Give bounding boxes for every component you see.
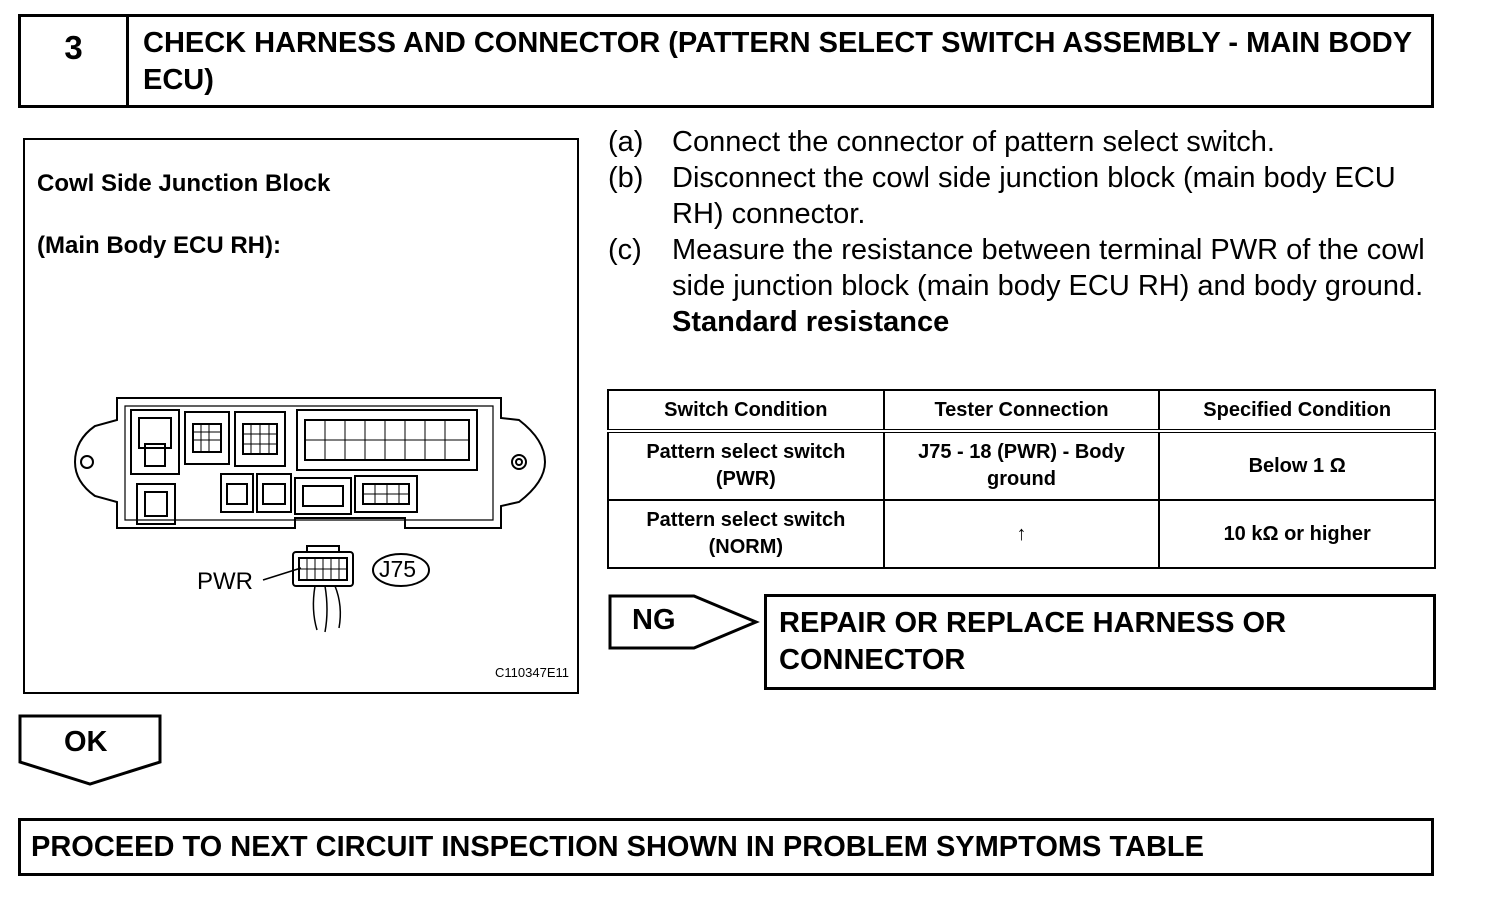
ng-action-text: REPAIR OR REPLACE HARNESS OR CONNECTOR <box>779 607 1287 676</box>
ng-action-box: REPAIR OR REPLACE HARNESS OR CONNECTOR <box>764 594 1436 690</box>
step-header: 3 CHECK HARNESS AND CONNECTOR (PATTERN S… <box>18 14 1434 108</box>
instruction-letter: (c) <box>608 234 642 266</box>
table-cell: Pattern select switch (NORM) <box>607 499 885 569</box>
figure-label-ecu: (Main Body ECU RH): <box>37 232 281 259</box>
figure-label-block: Cowl Side Junction Block <box>37 170 331 197</box>
junction-block-drawing <box>73 397 547 633</box>
ok-label: OK <box>64 726 108 758</box>
standard-resistance-label: Standard resistance <box>672 306 950 338</box>
instruction-text: Disconnect the cowl side junction block … <box>672 162 1396 230</box>
connector-figure: Cowl Side Junction Block (Main Body ECU … <box>23 138 579 694</box>
instruction-a: (a) Connect the connector of pattern sel… <box>608 124 1438 160</box>
table-cell: ↑ <box>882 499 1161 569</box>
instruction-b: (b) Disconnect the cowl side junction bl… <box>608 160 1438 232</box>
table-header-row: Switch Condition Tester Connection Speci… <box>607 389 1436 433</box>
pwr-terminal-label: PWR <box>197 568 253 595</box>
connector-code-label: J75 <box>379 556 417 582</box>
ok-action-box: PROCEED TO NEXT CIRCUIT INSPECTION SHOWN… <box>18 818 1434 876</box>
instruction-text: Connect the connector of pattern select … <box>672 126 1275 158</box>
table-cell: Pattern select switch (PWR) <box>607 430 885 501</box>
figure-code: C110347E11 <box>495 665 569 680</box>
step-title: CHECK HARNESS AND CONNECTOR (PATTERN SEL… <box>143 27 1412 96</box>
ng-label: NG <box>632 604 676 636</box>
ng-arrow: NG <box>608 592 760 652</box>
ok-arrow: OK <box>18 714 162 786</box>
resistance-spec-table: Switch Condition Tester Connection Speci… <box>607 389 1436 569</box>
instruction-text: Measure the resistance between terminal … <box>672 234 1425 302</box>
table-cell: 10 kΩ or higher <box>1158 499 1436 569</box>
table-cell: Below 1 Ω <box>1158 430 1436 501</box>
table-cell: J75 - 18 (PWR) - Body ground <box>882 430 1161 501</box>
instruction-c: (c) Measure the resistance between termi… <box>608 232 1438 304</box>
ok-arrow-shape <box>18 714 162 786</box>
instruction-letter: (a) <box>608 126 644 158</box>
column-header: Tester Connection <box>882 389 1161 433</box>
ng-arrow-shape <box>608 594 760 650</box>
table-row: Pattern select switch (NORM) ↑ 10 kΩ or … <box>607 499 1436 569</box>
instruction-letter: (b) <box>608 162 644 194</box>
table-row: Pattern select switch (PWR) J75 - 18 (PW… <box>607 430 1436 501</box>
column-header: Specified Condition <box>1158 389 1436 433</box>
ok-action-text: PROCEED TO NEXT CIRCUIT INSPECTION SHOWN… <box>31 831 1204 863</box>
column-header: Switch Condition <box>607 389 885 433</box>
instructions: (a) Connect the connector of pattern sel… <box>608 124 1438 340</box>
step-number: 3 <box>21 17 129 105</box>
